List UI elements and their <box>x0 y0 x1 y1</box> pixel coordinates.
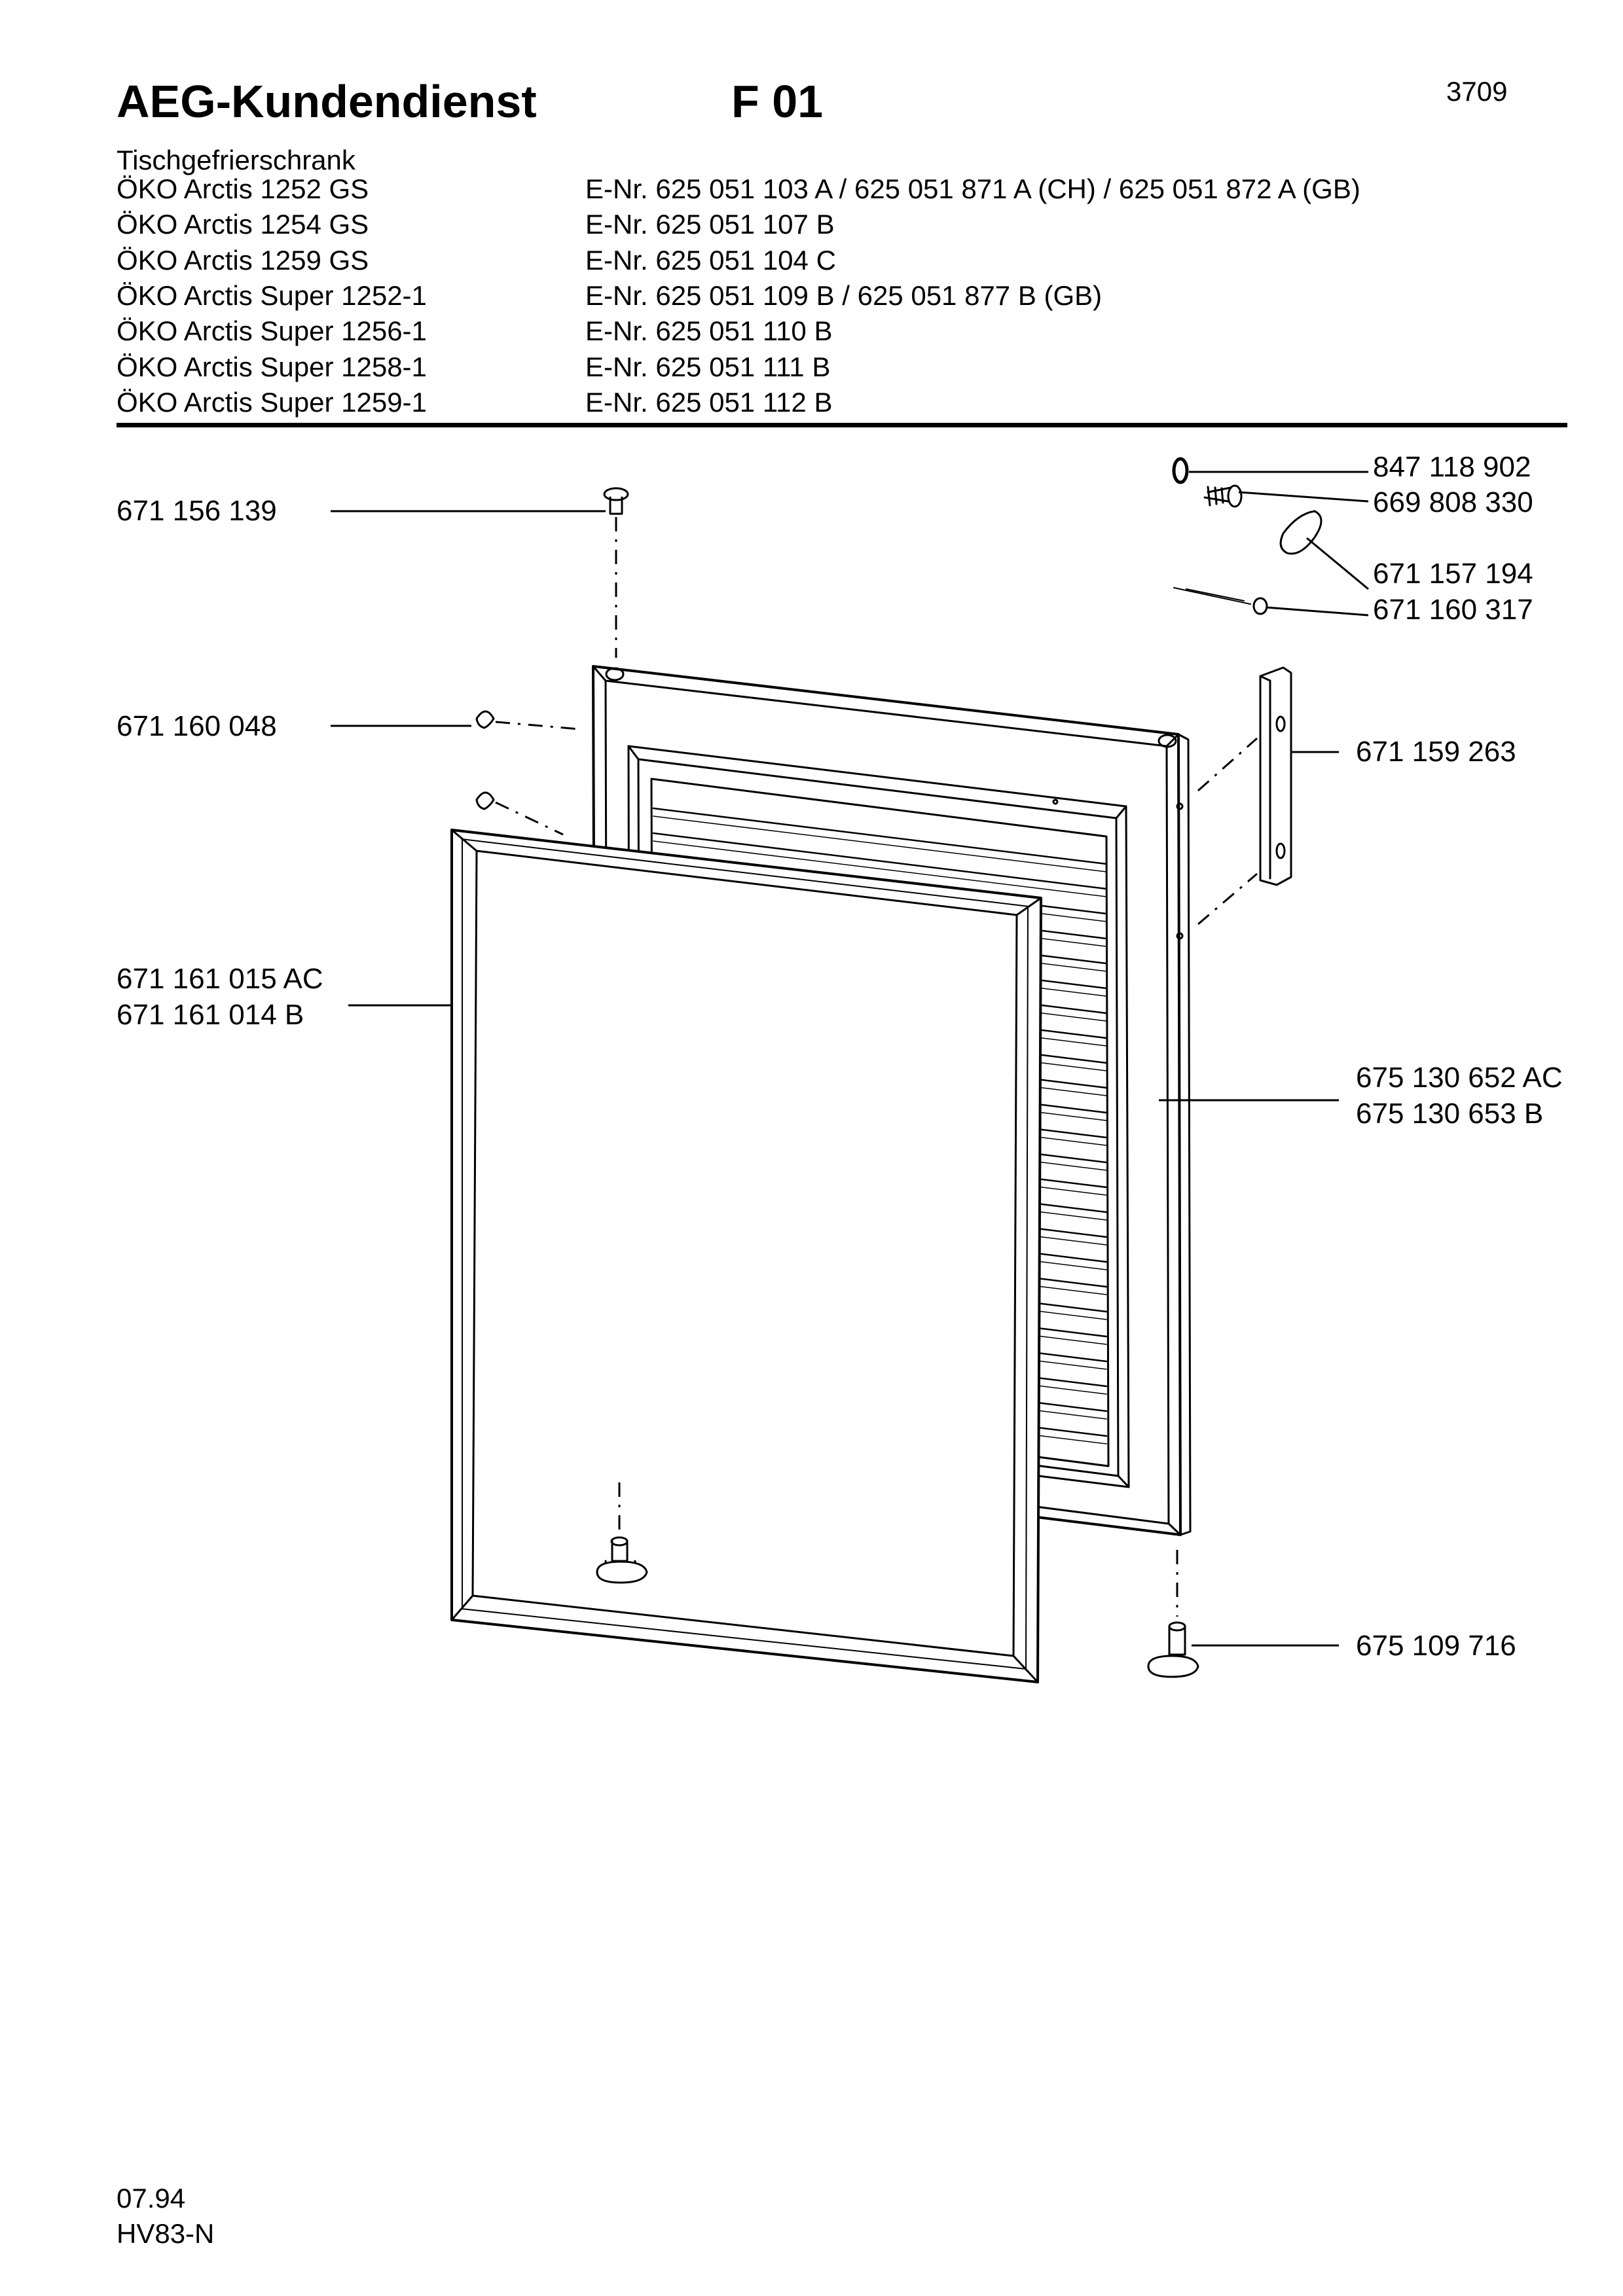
model-name: ÖKO Arctis 1252 GS <box>117 173 369 204</box>
label-door-2: 675 130 653 B <box>1356 1098 1544 1130</box>
section-code: F 01 <box>731 76 824 127</box>
model-enr: E-Nr. 625 051 112 B <box>585 387 833 418</box>
model-name: ÖKO Arctis 1254 GS <box>117 209 369 240</box>
model-name: ÖKO Arctis Super 1259-1 <box>117 387 427 418</box>
bottom-hinge-left <box>596 1536 648 1584</box>
model-name: ÖKO Arctis Super 1252-1 <box>117 280 427 311</box>
assembly-dash-lines <box>495 517 1258 1617</box>
model-enr: E-Nr. 625 051 103 A / 625 051 871 A (CH)… <box>585 173 1360 204</box>
label-handle: 671 159 263 <box>1356 736 1516 768</box>
model-enr: E-Nr. 625 051 111 B <box>585 351 831 382</box>
label-wire-pin: 671 160 317 <box>1373 594 1533 626</box>
cap-part <box>1279 510 1322 555</box>
model-name: ÖKO Arctis 1259 GS <box>117 245 369 276</box>
footer-code: HV83-N <box>117 2218 215 2249</box>
label-gasket-2: 671 161 014 B <box>117 999 304 1031</box>
bottom-hinge-right <box>1147 1621 1199 1678</box>
label-plug-left: 671 160 048 <box>117 710 277 742</box>
handle-part <box>1259 666 1292 886</box>
header-divider <box>117 423 1567 427</box>
door-gasket-frame <box>450 829 1042 1683</box>
screw-part <box>1203 484 1243 508</box>
label-gasket-1: 671 161 015 AC <box>117 963 323 995</box>
label-cap: 671 157 194 <box>1373 558 1533 590</box>
page-number: 3709 <box>1446 76 1508 107</box>
label-bottom-hinge: 675 109 716 <box>1356 1630 1516 1662</box>
label-screw-washer: 847 118 902 <box>1373 451 1531 483</box>
model-name: ÖKO Arctis Super 1256-1 <box>117 315 427 346</box>
label-door-1: 675 130 652 AC <box>1356 1062 1563 1094</box>
model-enr: E-Nr. 625 051 110 B <box>585 315 833 346</box>
screw-washer-part <box>1172 457 1189 484</box>
model-enr: E-Nr. 625 051 104 C <box>585 245 836 276</box>
brand-title: AEG-Kundendienst <box>117 76 537 127</box>
top-pin-part <box>603 487 629 515</box>
model-name: ÖKO Arctis Super 1258-1 <box>117 351 427 382</box>
footer-date: 07.94 <box>117 2183 186 2214</box>
left-plug-part <box>475 710 495 810</box>
model-enr: E-Nr. 625 051 109 B / 625 051 877 B (GB) <box>585 280 1103 311</box>
leader-lines <box>331 471 1369 1647</box>
wire-pin-part <box>1173 587 1268 615</box>
product-category: Tischgefrierschrank <box>117 145 356 175</box>
label-screw: 669 808 330 <box>1373 486 1533 518</box>
label-top-pin: 671 156 139 <box>117 495 277 527</box>
model-enr: E-Nr. 625 051 107 B <box>585 209 835 240</box>
